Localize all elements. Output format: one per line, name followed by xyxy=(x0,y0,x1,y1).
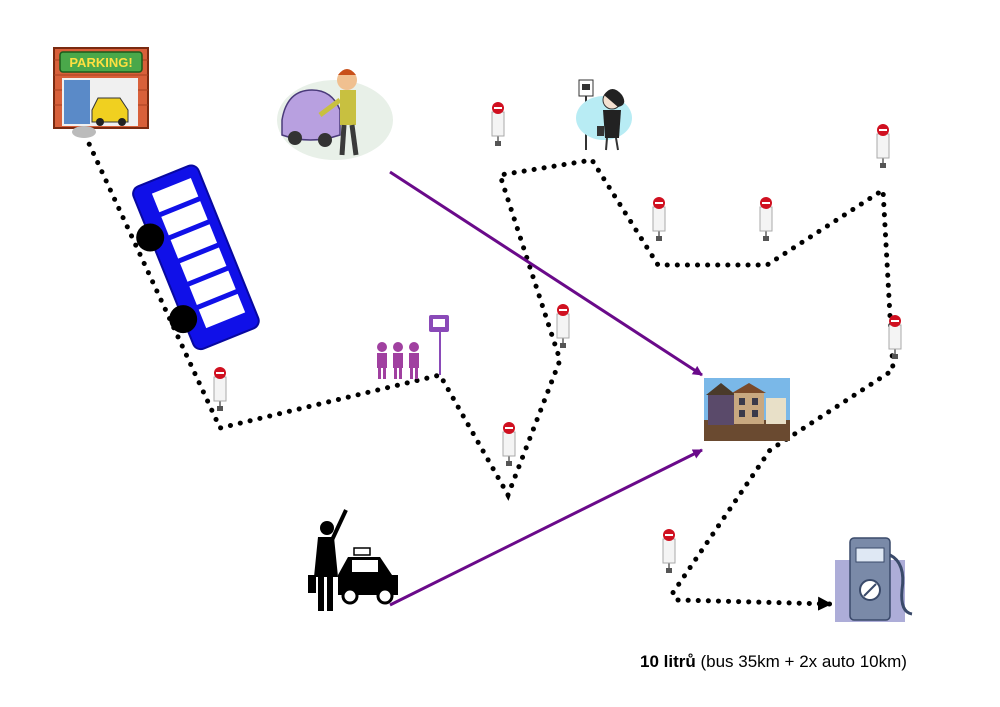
bus-stop-icon xyxy=(759,196,773,242)
bus-stop-icon xyxy=(662,528,676,574)
parking-garage-icon: PARKING! xyxy=(53,47,149,138)
parking-sign-text: PARKING! xyxy=(69,55,132,70)
woman-at-bus-stop-icon xyxy=(576,79,632,151)
bus-stop-icon xyxy=(502,421,516,467)
car-arrow-bottom xyxy=(389,448,703,607)
man-hailing-taxi-icon xyxy=(308,509,398,611)
fuel-amount: 10 litrů xyxy=(640,652,696,671)
car-arrow-top xyxy=(389,170,703,377)
fuel-breakdown: (bus 35km + 2x auto 10km) xyxy=(695,652,907,671)
bus-route xyxy=(82,132,896,603)
bus-stop-icon xyxy=(556,303,570,349)
bus-stop-icon xyxy=(213,366,227,412)
bus-stop-icon xyxy=(876,123,890,169)
people-waiting-icon xyxy=(377,315,449,379)
fuel-summary-caption: 10 litrů (bus 35km + 2x auto 10km) xyxy=(640,652,907,672)
bus-stop-icon xyxy=(888,314,902,360)
man-with-car-icon xyxy=(277,69,393,160)
route-to-fuel xyxy=(675,596,833,611)
fuel-pump-icon xyxy=(835,537,913,622)
bus-stop-icon xyxy=(652,196,666,242)
bus-stop-icon xyxy=(491,101,505,147)
bus-icon xyxy=(132,164,260,351)
houses-icon xyxy=(704,378,790,441)
